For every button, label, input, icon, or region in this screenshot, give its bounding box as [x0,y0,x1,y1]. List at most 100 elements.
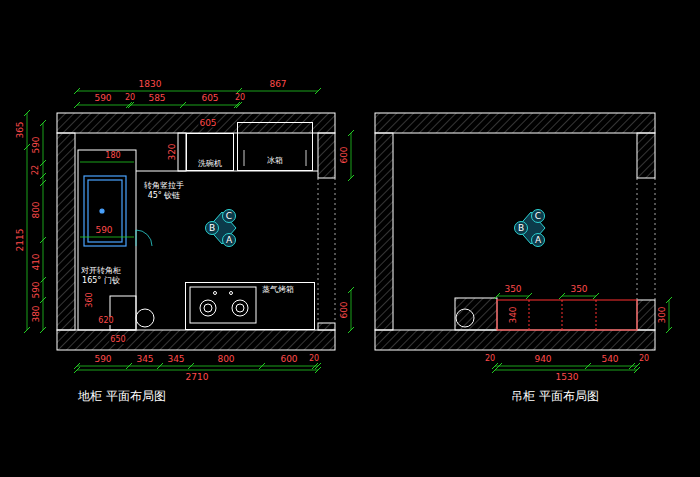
dimension-tick [126,363,132,369]
direction-marker: B [205,221,219,235]
sink [84,176,126,246]
dimension-line [27,113,28,330]
sink [84,176,126,246]
dimension-tick [559,293,565,299]
dimension-text: 365 [16,120,25,139]
wall [57,133,75,330]
dimension-text: 20 [308,355,320,363]
wall [57,113,335,133]
dimension-tick [74,102,80,108]
wall-cabinet [497,300,637,330]
dimension-tick [40,327,46,333]
dimension-text: 410 [32,252,41,271]
fridge [244,150,306,166]
dimension-text: 590 [32,135,41,154]
direction-marker: B [514,221,528,235]
opening [335,178,336,323]
dimension-line [77,105,239,106]
dimension-tick [40,173,46,179]
dimension-line [80,237,134,238]
dimension-line [669,300,670,330]
dimension-text: 345 [135,355,154,364]
pipe [136,309,474,327]
fridge [306,150,307,166]
wall [375,113,655,133]
dimension-text: 600 [340,145,349,164]
plan-title: 地柜 平面布局图 [77,390,167,402]
dimension-text: 2115 [16,228,25,253]
marker-letter: B [518,224,524,233]
part-name: 45° 铰链 [147,192,182,200]
dimension-text: 605 [198,119,217,128]
dimension-text: 20 [124,94,136,102]
direction-marker: C [222,209,236,223]
dimension-text: 340 [509,305,518,324]
dimension-tick [593,293,599,299]
dimension-text: 605 [200,94,219,103]
dimension-text: 20 [638,355,650,363]
dimension-line [27,91,669,370]
dimension-text: 590 [32,280,41,299]
dimension-text: 345 [166,355,185,364]
dimension-tick [24,327,30,333]
dimension-text: 2710 [185,373,210,382]
dimension-tick [666,297,672,303]
appliance-name: 蒸气烤箱 [262,286,294,294]
dimension-tick [24,110,30,116]
dimension-tick [40,160,46,166]
dimension-text: 22 [32,164,40,176]
appliance-name: 洗碗机 [198,160,222,168]
wall [375,330,655,350]
plan-title: 吊柜 平面布局图 [510,390,600,402]
dimension-tick [634,367,640,373]
dimension-text: 600 [279,355,298,364]
part-name: 转角竖拉手 [143,182,185,190]
direction-marker: A [222,233,236,247]
dimension-text: 350 [569,285,588,294]
dimension-tick [348,175,354,181]
door-swing [136,230,152,246]
dimension-text: 1530 [555,373,580,382]
wall [375,113,655,350]
dimension-text: 650 [109,336,126,344]
wall-cabinet [596,300,597,330]
part-name: 对开转角柜 [80,267,122,275]
wall [637,133,655,178]
wall [57,330,335,350]
dimension-text: 320 [168,142,177,161]
dimension-tick [492,367,498,373]
cooktop [232,300,248,316]
dimension-text: 800 [216,355,235,364]
dimension-line [495,370,637,371]
wall [375,133,393,330]
opening [318,178,335,323]
cooktop [190,287,256,323]
wall [637,300,655,330]
wall [455,298,497,330]
opening [637,178,638,300]
dimension-tick [666,327,672,333]
dimension-tick [585,363,591,369]
dimension-text: 590 [94,226,113,235]
sink [88,180,122,242]
dimension-tick [40,297,46,303]
dimension-tick [128,102,134,108]
dimension-line [351,133,352,178]
dimension-line [351,290,352,330]
door-swing [136,230,137,246]
marker-letter: C [226,212,232,221]
dimension-tick [40,277,46,283]
fridge [244,150,245,166]
cooktop [230,292,233,295]
direction-marker: C [531,209,545,223]
dimension-line [80,162,134,163]
dimension-line [562,296,596,297]
dimension-tick [180,102,186,108]
dimension-tick [494,293,500,299]
wall-cabinet [497,300,637,330]
dimension-tick [315,88,321,94]
pipe [136,309,154,327]
dimension-line [77,91,318,92]
